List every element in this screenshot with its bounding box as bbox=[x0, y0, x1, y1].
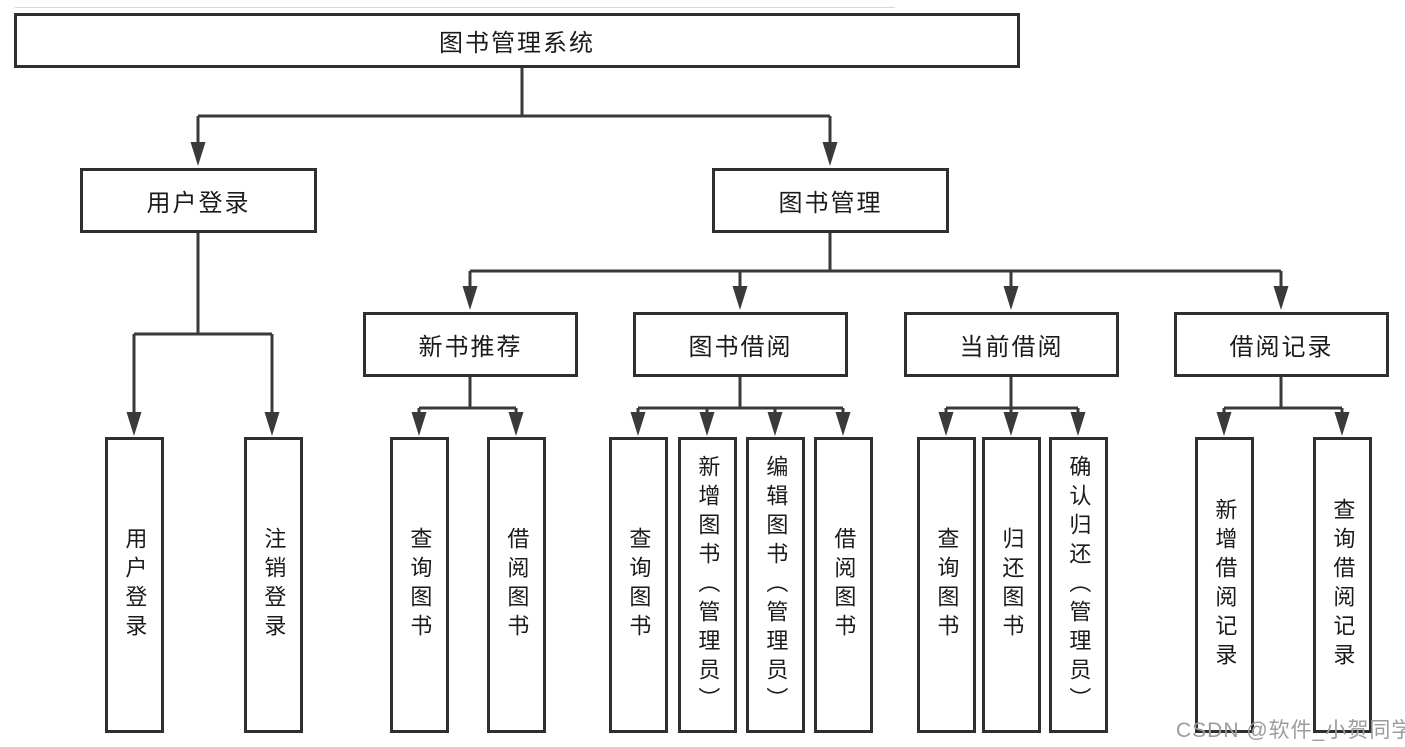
node-leaf-borrow-books-2: 借阅图书 bbox=[814, 437, 873, 733]
node-leaf-query-borrow-record-label: 查询借阅记录 bbox=[1330, 498, 1356, 672]
node-leaf-query-books-1-label: 查询图书 bbox=[407, 527, 433, 643]
node-leaf-user-login-label: 用户登录 bbox=[122, 527, 148, 643]
node-user-login-label: 用户登录 bbox=[146, 190, 251, 217]
node-leaf-query-borrow-record: 查询借阅记录 bbox=[1313, 437, 1372, 733]
node-leaf-user-login: 用户登录 bbox=[105, 437, 164, 733]
node-leaf-query-books-3-label: 查询图书 bbox=[934, 527, 960, 643]
node-book-management: 图书管理 bbox=[712, 168, 949, 233]
node-borrowing-records-label: 借阅记录 bbox=[1229, 334, 1334, 361]
top-hairline bbox=[15, 7, 895, 8]
node-leaf-query-books-1: 查询图书 bbox=[390, 437, 449, 733]
node-current-borrowing: 当前借阅 bbox=[904, 312, 1119, 377]
arrowhead-icons bbox=[126, 142, 1350, 436]
node-book-borrowing-label: 图书借阅 bbox=[688, 334, 793, 361]
node-user-login: 用户登录 bbox=[80, 168, 317, 233]
node-leaf-add-borrow-record: 新增借阅记录 bbox=[1195, 437, 1254, 733]
node-leaf-add-book-admin: 新增图书（管理员） bbox=[678, 437, 737, 733]
node-leaf-query-books-2: 查询图书 bbox=[609, 437, 668, 733]
node-root-label: 图书管理系统 bbox=[439, 30, 595, 57]
connector-lines bbox=[132, 68, 1344, 414]
node-new-book-recommend: 新书推荐 bbox=[363, 312, 578, 377]
node-leaf-logout: 注销登录 bbox=[244, 437, 303, 733]
node-book-borrowing: 图书借阅 bbox=[633, 312, 848, 377]
node-leaf-borrow-books-1: 借阅图书 bbox=[487, 437, 546, 733]
node-borrowing-records: 借阅记录 bbox=[1174, 312, 1389, 377]
node-leaf-return-book: 归还图书 bbox=[982, 437, 1041, 733]
node-root: 图书管理系统 bbox=[14, 13, 1020, 68]
node-leaf-borrow-books-2-label: 借阅图书 bbox=[831, 527, 857, 643]
node-new-book-recommend-label: 新书推荐 bbox=[418, 334, 523, 361]
node-leaf-confirm-return-admin-label: 确认归还（管理员） bbox=[1066, 454, 1092, 716]
node-leaf-return-book-label: 归还图书 bbox=[999, 527, 1025, 643]
node-leaf-add-borrow-record-label: 新增借阅记录 bbox=[1212, 498, 1238, 672]
node-leaf-add-book-admin-label: 新增图书（管理员） bbox=[695, 454, 721, 716]
watermark: CSDN @软件_小贺同学 bbox=[1176, 719, 1405, 742]
node-leaf-edit-book-admin-label: 编辑图书（管理员） bbox=[763, 454, 789, 716]
node-leaf-query-books-2-label: 查询图书 bbox=[626, 527, 652, 643]
node-leaf-edit-book-admin: 编辑图书（管理员） bbox=[746, 437, 805, 733]
node-leaf-borrow-books-1-label: 借阅图书 bbox=[504, 527, 530, 643]
node-leaf-confirm-return-admin: 确认归还（管理员） bbox=[1049, 437, 1108, 733]
node-book-management-label: 图书管理 bbox=[778, 190, 883, 217]
node-current-borrowing-label: 当前借阅 bbox=[959, 334, 1064, 361]
node-leaf-logout-label: 注销登录 bbox=[261, 527, 287, 643]
node-leaf-query-books-3: 查询图书 bbox=[917, 437, 976, 733]
